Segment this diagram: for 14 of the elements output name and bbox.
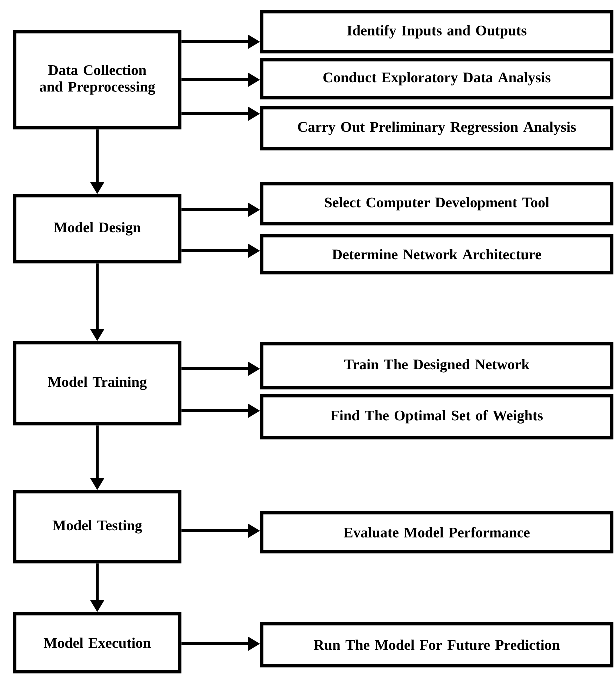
task-box: Find The Optimal Set of Weights [260,394,614,440]
stage-box: Model Testing [13,490,182,564]
task-box: Conduct Exploratory Data Analysis [260,58,614,100]
task-box: Train The Designed Network [260,342,614,390]
task-box: Carry Out Preliminary Regression Analysis [260,106,614,151]
stage-box: Data Collection and Preprocessing [13,30,182,130]
task-box: Select Computer Development Tool [260,182,614,226]
task-box: Identify Inputs and Outputs [260,10,614,54]
stage-box: Model Training [13,341,182,426]
stage-box: Model Execution [13,612,182,674]
task-box: Evaluate Model Performance [260,511,614,554]
task-box: Run The Model For Future Prediction [260,622,614,668]
task-box: Determine Network Architecture [260,234,614,275]
stage-box: Model Design [13,194,182,264]
